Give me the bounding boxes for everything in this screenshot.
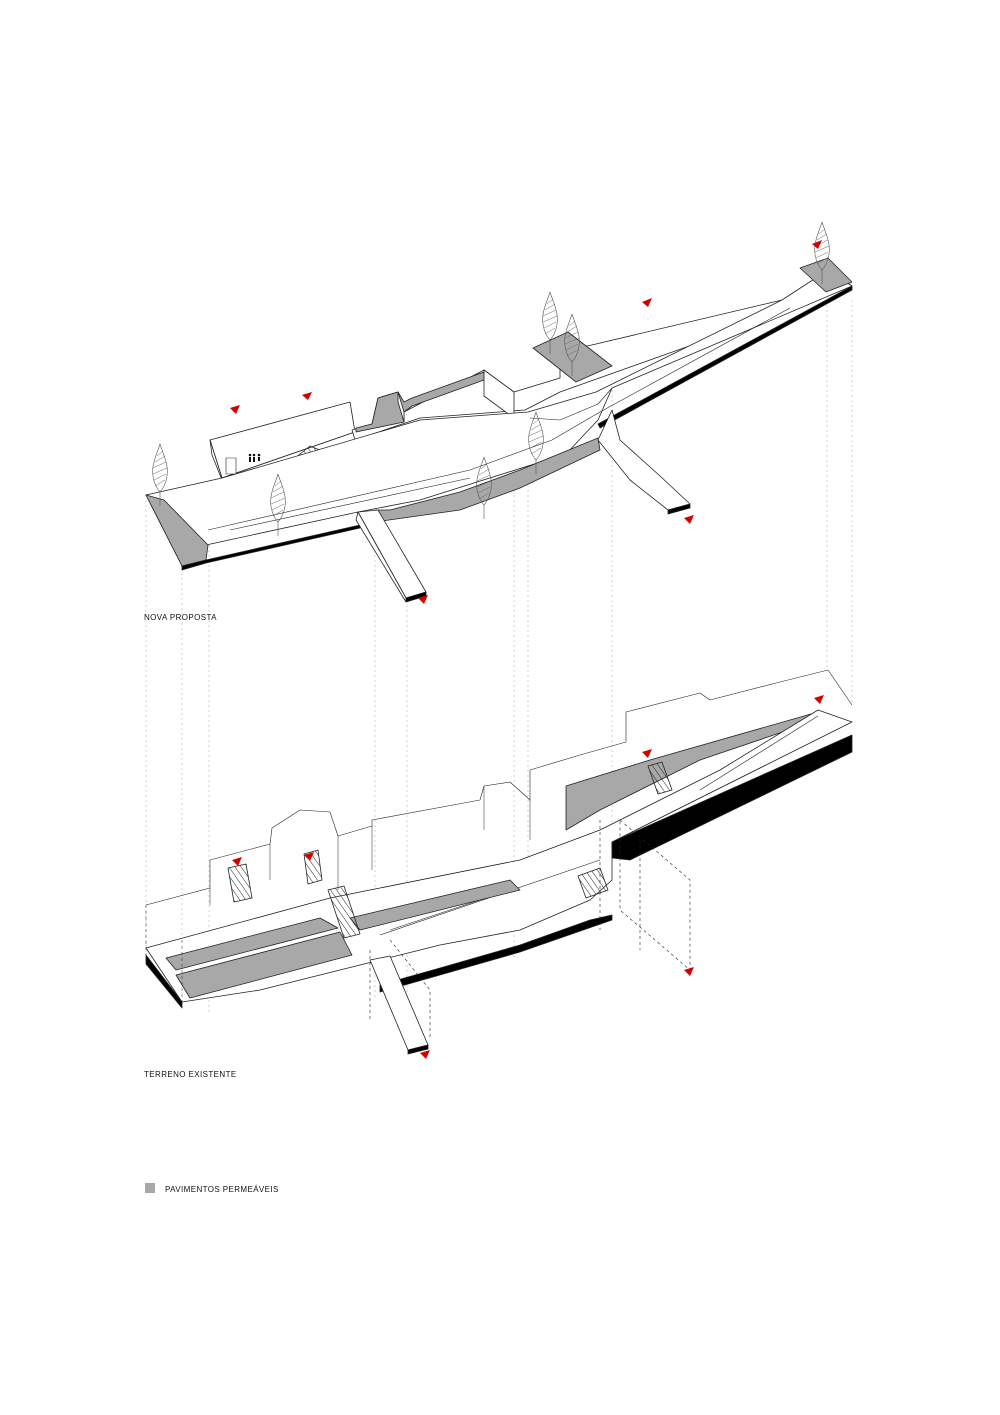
nova-proposta-drawing: [145, 221, 853, 604]
viewpoint-marker-icon: [814, 695, 824, 704]
permeable-pavement: [145, 494, 209, 567]
viewpoint-marker-icon: [812, 240, 822, 249]
ramp-line: [229, 477, 471, 531]
wall-face: [397, 391, 405, 423]
walkway-arm: [357, 509, 427, 599]
section-cut: [181, 524, 361, 571]
stair-icon: [647, 761, 673, 795]
wc-door: [225, 457, 237, 475]
permeable-channel: [165, 917, 339, 971]
legend-swatch: [145, 1183, 155, 1193]
viewpoint-marker-icon: [684, 515, 694, 524]
viewpoint-markers: [232, 695, 824, 1059]
walkway-arm: [369, 955, 429, 1051]
building-outline: [209, 786, 531, 905]
permeable-pavement: [374, 437, 601, 523]
viewpoint-marker-icon: [304, 852, 314, 861]
permeable-slope: [565, 711, 819, 831]
dashed-volume: [145, 905, 183, 1002]
stair-icon: [577, 867, 609, 899]
permeable-channel: [175, 931, 353, 999]
viewpoint-marker-icon: [302, 392, 312, 400]
section-cut: [597, 285, 853, 429]
section-cut: [145, 954, 183, 1009]
section-cut: [611, 734, 853, 861]
terreno-existente-label: TERRENO EXISTENTE: [144, 1070, 237, 1079]
stair-icon: [327, 885, 361, 939]
viewpoint-marker-icon: [642, 749, 652, 758]
walkway-arm-bottom: [667, 503, 691, 515]
wc-people-icon: [248, 453, 261, 462]
permeable-pavement: [799, 257, 853, 293]
section-cut: [379, 914, 613, 993]
viewpoint-marker-icon: [420, 1050, 430, 1059]
stair-icon: [227, 863, 253, 903]
legend-label: PAVIMENTOS PERMEÁVEIS: [165, 1185, 279, 1194]
viewpoint-marker-icon: [232, 857, 242, 866]
dashed-volume: [369, 939, 431, 1040]
viewpoint-marker-icon: [230, 405, 240, 414]
main-platform: [145, 269, 853, 567]
viewpoint-marker-icon: [684, 967, 694, 976]
walkway-arm-bottom: [407, 1044, 429, 1055]
permeable-pavement: [532, 331, 613, 383]
ramp-line: [529, 387, 613, 421]
ramp-line: [207, 307, 791, 531]
dashed-volume: [599, 820, 641, 950]
nova-proposta-label: NOVA PROPOSTA: [144, 613, 217, 622]
viewpoint-marker-icon: [642, 298, 652, 307]
viewpoint-markers: [230, 240, 822, 604]
terreno-existente-drawing: [145, 669, 853, 1059]
viewpoint-marker-icon: [418, 595, 428, 604]
